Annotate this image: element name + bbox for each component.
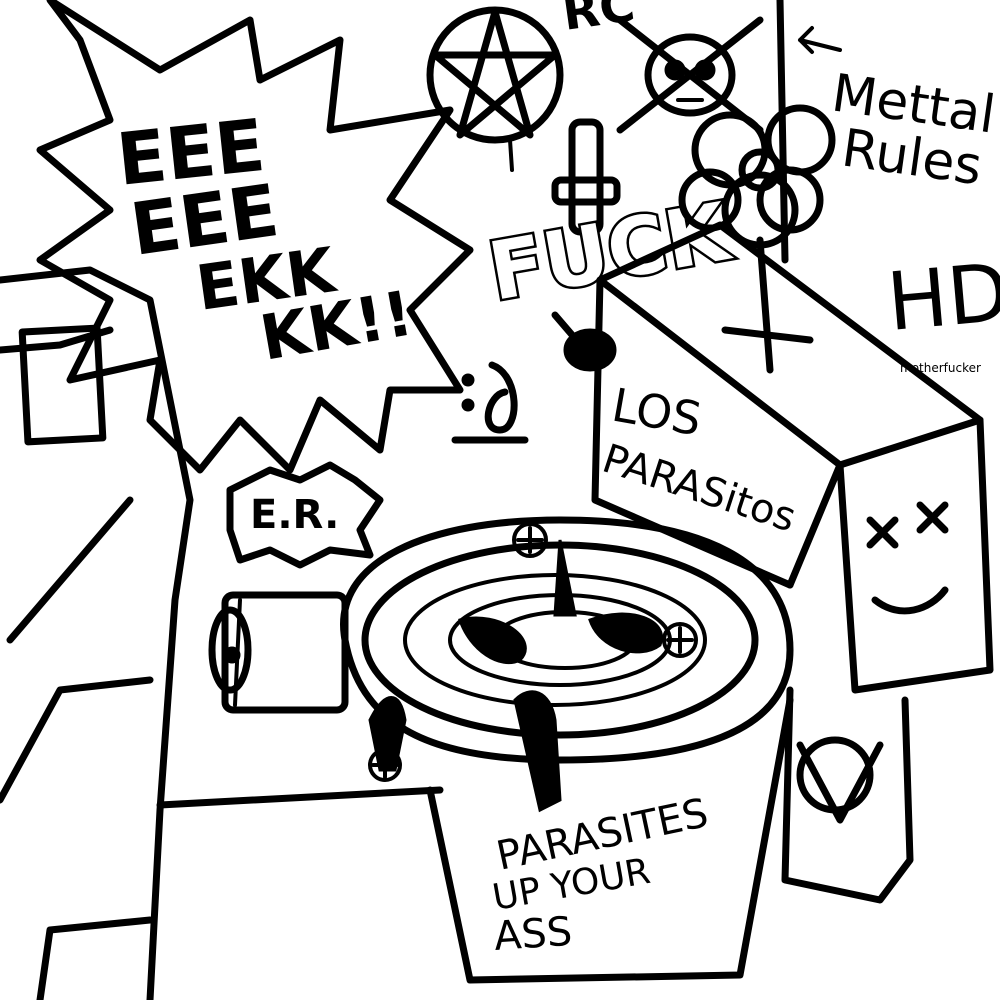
inverted-cross-icon [551, 118, 621, 236]
toilet-base [426, 686, 914, 984]
anarchy-v-icon [796, 736, 884, 824]
scream-starburst: EEE EEE EKK KK!! [36, 0, 474, 474]
pentagram-icon [426, 6, 564, 172]
bowl-line-3: ASS [492, 909, 573, 960]
metal-rules-tag: Mettal Rules [798, 26, 999, 197]
fuck-tag: FUCK [482, 185, 738, 319]
er-text: E.R. [250, 492, 339, 538]
hdz-text: HDZ [884, 241, 1000, 349]
scream-line-2: EEE [126, 168, 284, 272]
hdz-tag: HDZ motherfucker [884, 241, 1000, 375]
dead-smiley-icon [866, 501, 949, 615]
scream-line-1: EEE [113, 103, 269, 202]
skull-crossbones-icon [616, 16, 764, 134]
tank-line-1: LOS [608, 378, 705, 447]
stall-walls [0, 0, 789, 1000]
winking-face-icon [451, 361, 529, 444]
toilet-bowl: PARASITES UP YOUR ASS [340, 516, 794, 960]
er-burst-tag: E.R. [226, 461, 384, 569]
flower-icon [678, 104, 836, 374]
